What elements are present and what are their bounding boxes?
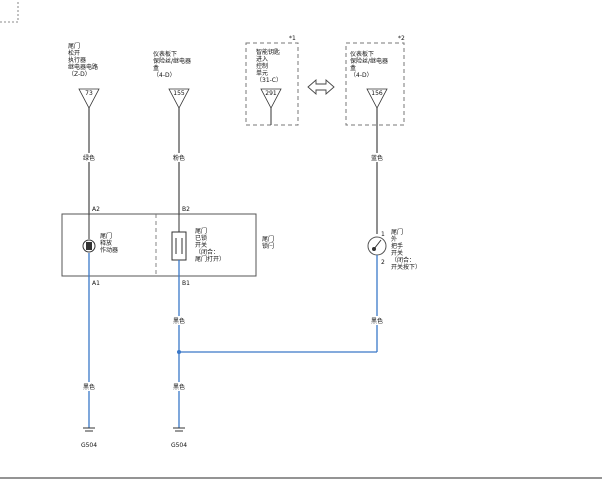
handle-label-5: （闭合：: [391, 256, 415, 264]
switch-label-2: 已锁: [195, 234, 207, 242]
handle-label-2: 外: [391, 235, 397, 243]
tailgate-latch: A2 A1 B2 B1 尾门 释放 作动器 尾门 已锁 开关 （闭合： 尾门打开…: [61, 206, 274, 287]
switch-icon: [171, 231, 187, 261]
connector-291-label-2: 进入: [256, 55, 268, 63]
double-arrow-icon: [307, 79, 335, 95]
connector-155-label-3: 盒: [153, 64, 159, 72]
connector-156-label-2: 保险丝/继电器: [350, 57, 388, 65]
outer-handle-switch: 1 2 尾门 外 把手 开关 （闭合： 开关按下）: [367, 228, 421, 271]
wire-label-black-2: 黑色: [371, 317, 383, 325]
actuator-label-2: 释放: [100, 239, 112, 247]
connector-156-label-1: 仪表板下: [350, 50, 374, 58]
connector-155-label-2: 保险丝/继电器: [153, 57, 191, 65]
wire-label-black-4: 黑色: [173, 383, 185, 391]
connector-155-label-4: （4-D）: [153, 72, 176, 79]
connector-291-symbol: [260, 88, 282, 109]
latch-frame: [61, 213, 257, 277]
pin-a2: A2: [92, 206, 100, 213]
connector-156-pin: 156: [371, 90, 383, 97]
latch-label-1: 尾门: [262, 235, 274, 243]
connector-73-label-3: 执行器: [68, 56, 86, 64]
ground-wiring: [88, 255, 378, 428]
actuator-label-1: 尾门: [100, 232, 112, 240]
connector-156-label-4: （4-D）: [350, 72, 373, 79]
wire-label-blue: 蓝色: [371, 154, 383, 162]
pin-a1: A1: [92, 280, 100, 287]
connector-73-symbol: [78, 88, 100, 109]
switch-label-3: 开关: [195, 241, 207, 249]
handle-label-3: 把手: [391, 242, 403, 250]
connector-156: *2 仪表板下 保险丝/继电器 盒 （4-D） 156: [345, 35, 405, 126]
page-corner-mark: [0, 0, 19, 23]
connector-156-note: *2: [398, 35, 405, 42]
switch-label-5: 尾门打开）: [195, 255, 225, 263]
connector-73-label-4: 继电器电路: [68, 63, 98, 71]
handle-label-6: 开关按下）: [391, 263, 421, 271]
pin-1: 1: [381, 231, 385, 238]
handle-switch-icon: [367, 236, 387, 256]
connector-155-symbol: [168, 88, 190, 109]
splice-dot: [177, 350, 181, 354]
wire-label-pink: 粉色: [173, 154, 185, 162]
wire-label-black-3: 黑色: [83, 383, 95, 391]
connector-156-label-3: 盒: [350, 64, 356, 72]
connector-291-label-5: （31-C）: [256, 77, 282, 84]
wire-label-black-1: 黑色: [173, 317, 185, 325]
switch-label-1: 尾门: [195, 227, 207, 235]
connector-73-label-1: 尾门: [68, 42, 80, 50]
actuator-label-3: 作动器: [100, 246, 118, 254]
connector-73-label-5: （Z-D）: [68, 71, 91, 78]
ground-label-right: G504: [171, 442, 187, 449]
connector-155: 仪表板下 保险丝/继电器 盒 （4-D） 155: [153, 50, 191, 109]
connector-73-label-2: 松开: [68, 49, 80, 57]
connector-291-label-1: 智能钥匙: [256, 48, 280, 56]
connector-291-label-4: 单元: [256, 69, 268, 77]
pin-b2: B2: [182, 206, 190, 213]
handle-label-4: 开关: [391, 249, 403, 257]
handle-label-1: 尾门: [391, 228, 403, 236]
wire-label-green: 绿色: [83, 154, 95, 162]
pin-2: 2: [381, 259, 385, 266]
connector-73-pin: 73: [85, 90, 93, 97]
connector-73: 尾门 松开 执行器 继电器电路 （Z-D） 73: [68, 42, 100, 109]
ground-label-left: G504: [81, 442, 97, 449]
connector-155-pin: 155: [173, 90, 185, 97]
connector-156-symbol: [366, 88, 388, 109]
switch-label-4: （闭合：: [195, 248, 219, 256]
connector-291-frame: [245, 42, 299, 126]
connector-155-label-1: 仪表板下: [153, 50, 177, 58]
connector-291-note: *1: [289, 35, 296, 42]
ground-g504-right: G504: [171, 427, 187, 449]
ground-g504-left: G504: [81, 427, 97, 449]
pin-b1: B1: [182, 280, 190, 287]
latch-label-2: 锁闩: [262, 242, 274, 250]
connector-156-frame: [345, 42, 405, 126]
connector-291-pin: 291: [265, 90, 277, 97]
connector-291: *1 智能钥匙 进入 控制 单元 （31-C） 291: [245, 35, 299, 126]
connector-291-label-3: 控制: [256, 62, 268, 70]
